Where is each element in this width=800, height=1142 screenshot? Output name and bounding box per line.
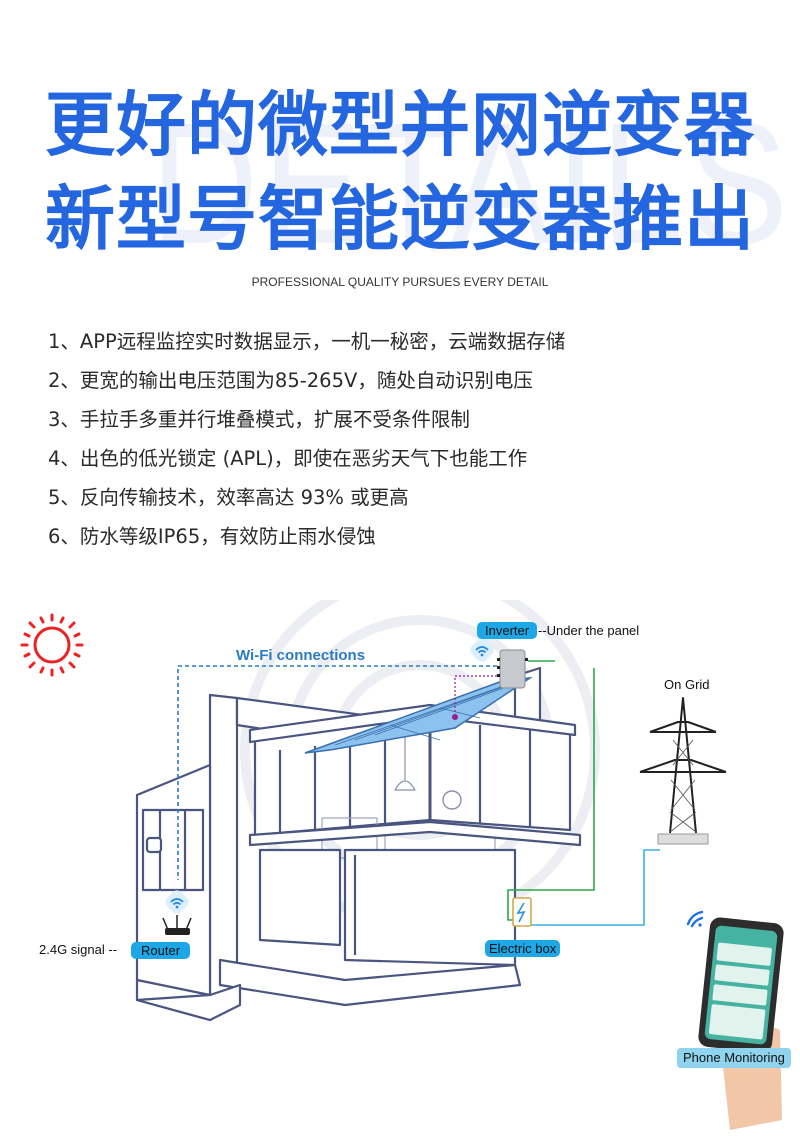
page-title: 更好的微型并网逆变器 新型号智能逆变器推出 (0, 78, 800, 266)
wifi-connections-label: Wi-Fi connections (236, 647, 366, 664)
inverter-device-icon (497, 649, 528, 689)
feature-item: 4、出色的低光锁定 (APL)，即使在恶劣天气下也能工作 (48, 447, 528, 470)
feature-list: 1、APP远程监控实时数据显示，一机一秘密，云端数据存储 2、更宽的输出电压范围… (48, 322, 565, 556)
feature-item: 3、手拉手多重并行堆叠模式，扩展不受条件限制 (48, 408, 470, 431)
phone-wifi-icon (686, 910, 704, 928)
power-tower-icon (639, 697, 727, 845)
sun-icon (20, 613, 84, 677)
router-wifi-icon (165, 890, 189, 914)
feature-item: 2、更宽的输出电压范围为85-265V，随处自动识别电压 (48, 369, 533, 392)
phone-icon (698, 917, 784, 1130)
wifi-connection-line (177, 665, 497, 880)
wifi-icon (470, 638, 494, 662)
inverter-note: --Under the panel (538, 623, 640, 638)
electric-box-icon (512, 897, 532, 927)
subtitle: PROFESSIONAL QUALITY PURSUES EVERY DETAI… (251, 275, 549, 289)
solar-panel-icon (304, 677, 533, 754)
router-badge: Router (131, 942, 191, 959)
title-line-1: 更好的微型并网逆变器 (45, 84, 755, 166)
on-grid-label: On Grid (664, 677, 710, 692)
signal-label: 2.4G signal -- (39, 942, 118, 957)
dc-connection-line (454, 675, 497, 717)
feature-item: 1、APP远程监控实时数据显示，一机一秘密，云端数据存储 (48, 330, 566, 353)
system-diagram: Wi-Fi connections Inverter --Under the p… (0, 600, 800, 1142)
inverter-badge: Inverter (477, 622, 538, 639)
title-line-2: 新型号智能逆变器推出 (45, 178, 755, 260)
phone-monitoring-badge: Phone Monitoring (677, 1048, 791, 1068)
router-icon (162, 915, 192, 935)
house-illustration (20, 600, 784, 1130)
feature-item: 6、防水等级IP65，有效防止雨水侵蚀 (48, 525, 376, 548)
feature-item: 5、反向传输技术，效率高达 93% 或更高 (48, 486, 409, 509)
electric-box-badge: Electric box (485, 940, 561, 957)
